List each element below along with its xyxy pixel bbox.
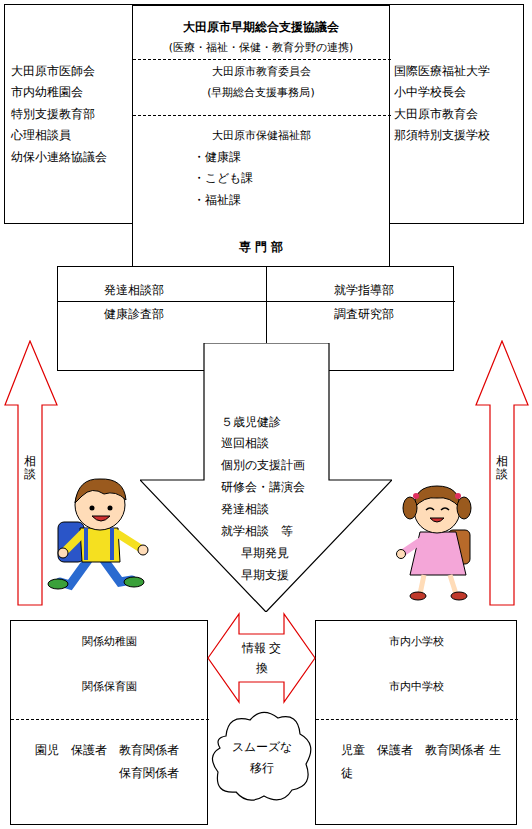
node-text: 個別の支援計画 (221, 456, 305, 474)
consult-up-arrow: 相談 (475, 340, 529, 606)
shape-path (212, 712, 310, 800)
shape-outline (207, 612, 316, 704)
support-down-arrow: ５歳児健診巡回相談個別の支援計画研修会・講演会発達相談就学相談 等早期発見早期支… (140, 343, 392, 612)
divider-line (58, 301, 455, 302)
node-text: 市内小学校 (316, 633, 516, 651)
node-text: (早期総合支援事務局) (133, 84, 389, 102)
node-text: 就学相談 等 (221, 522, 293, 540)
council-frame: 大田原市医師会市内幼稚園会特別支援教育部心理相談員幼保小連絡協議会 国際医療福祉大… (4, 4, 524, 224)
node-text: 大田原市教育会 (394, 105, 478, 123)
shape-path (5, 341, 57, 605)
node-text: 就学指導部 (334, 281, 394, 299)
node-text: 巡回相談 (221, 434, 269, 452)
node-text: 園児 保護者 教育関係者 保育関係者 (23, 739, 179, 785)
shape-outline (206, 706, 318, 806)
node-text: 関係幼稚園 (11, 633, 207, 651)
council-column: 大田原市早期総合支援協議会 (医療・福祉・保健・教育分野の連携) 大田原市教育委員会… (132, 5, 390, 268)
node-text: 早期支援 (241, 566, 289, 584)
node-text: スムーズな 移行 (230, 737, 294, 779)
node-text: 国際医療福祉大学 (394, 62, 490, 80)
shape-path (140, 343, 392, 612)
dashed-divider (133, 115, 391, 116)
node-text: 専 門 部 (133, 238, 389, 256)
node-text: 特別支援教育部 (11, 105, 95, 123)
node-text: 早期発見 (241, 544, 289, 562)
exchange-double-arrow: 情報 交換 (207, 612, 316, 704)
node-text: ・健康課 (193, 148, 241, 166)
node-text: 心理相談員 (11, 126, 71, 144)
kindergarten-box: 関係幼稚園関係保育園園児 保護者 教育関係者 保育関係者 (10, 620, 208, 825)
node-text: ５歳児健診 (221, 413, 281, 431)
node-text: 大田原市保健福祉部 (133, 127, 389, 145)
girl-figure (397, 486, 472, 600)
node-text: 大田原市医師会 (11, 62, 95, 80)
node-text: 相談 (24, 455, 36, 481)
node-text: 研修会・講演会 (221, 478, 305, 496)
node-text: 関係保育園 (11, 678, 207, 696)
node-text: 児童 保護者 教育関係者 生徒 (341, 739, 503, 785)
divider-line (266, 267, 267, 344)
node-text: 市内中学校 (316, 678, 516, 696)
node-text: ・こども課 (193, 169, 253, 187)
node-text: (医療・福祉・保健・教育分野の連携) (133, 39, 389, 57)
node-text: 小中学校長会 (394, 83, 466, 101)
transition-cloud: スムーズな 移行 (206, 706, 318, 806)
consult-up-arrow: 相談 (4, 340, 58, 606)
node-text: 発達相談部 (104, 281, 164, 299)
node-text: 健康診査部 (104, 305, 164, 323)
node-text: 情報 交換 (237, 638, 286, 678)
node-text: 調査研究部 (334, 305, 394, 323)
dashed-divider (11, 719, 209, 720)
node-text: 大田原市早期総合支援協議会 (133, 18, 389, 36)
boy-figure (48, 479, 148, 589)
node-text: 発達相談 (221, 500, 269, 518)
node-text: 市内幼稚園会 (11, 83, 83, 101)
shape-path (476, 341, 528, 605)
node-text: 幼保小連絡協議会 (11, 148, 107, 166)
dashed-divider (133, 59, 391, 60)
node-text: ・福祉課 (193, 191, 241, 209)
school-box: 市内小学校市内中学校児童 保護者 教育関係者 生徒 (315, 620, 517, 825)
node-text: 那須特別支援学校 (394, 126, 490, 144)
node-text: 相談 (496, 455, 508, 481)
dashed-divider (316, 719, 518, 720)
node-text: 大田原市教育委員会 (133, 63, 389, 81)
shape-path (208, 614, 315, 702)
